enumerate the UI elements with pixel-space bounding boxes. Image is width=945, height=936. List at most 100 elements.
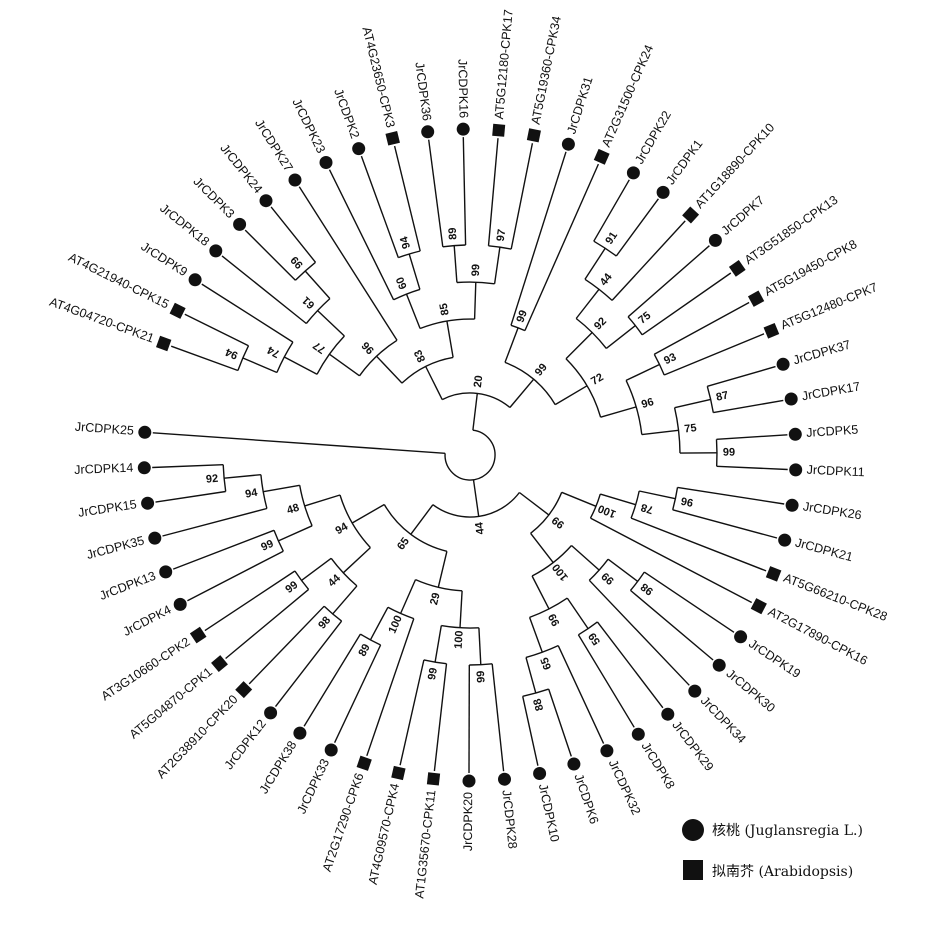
bootstrap-value: 98 (639, 580, 656, 597)
branch-line (473, 282, 477, 320)
bootstrap-value: 59 (586, 630, 603, 647)
branch-arc (383, 504, 448, 552)
leaf-square-marker (765, 566, 782, 582)
bootstrap-value: 97 (495, 228, 509, 242)
leaf-label: JrCDPK14 (74, 461, 134, 477)
branch-line (399, 579, 417, 614)
leaf-circle-marker (785, 498, 799, 512)
leaf-label: AT4G23650-CPK3 (360, 25, 398, 129)
leaf-circle-marker (631, 727, 645, 741)
bootstrap-value: 100 (550, 561, 571, 583)
leaf-label: AT1G35670-CPK11 (412, 789, 438, 899)
branch-line (593, 179, 630, 242)
leaf-label: JrCDPK13 (98, 569, 158, 603)
bootstrap-value: 77 (311, 339, 328, 356)
leaf-square-marker (385, 131, 400, 146)
branch-line (588, 579, 690, 686)
branch-line (530, 532, 554, 564)
leaf-square-marker (169, 302, 186, 319)
leaf-label: JrCDPK27 (252, 117, 296, 174)
branch-line (446, 320, 454, 358)
branch-arc (393, 288, 421, 301)
leaf-label: JrCDPK5 (806, 423, 859, 440)
leaf-label: JrCDPK6 (571, 772, 601, 826)
leaf-label: JrCDPK38 (257, 738, 300, 796)
branch-line (596, 621, 664, 709)
branch-line (242, 357, 278, 374)
branch-line (301, 557, 332, 581)
bootstrap-value: 20 (472, 375, 485, 389)
leaf-label: AT5G19360-CPK34 (529, 15, 564, 126)
branch-line (630, 517, 767, 572)
branch-line (641, 429, 679, 436)
branch-arc (565, 358, 602, 418)
branch-line (677, 486, 785, 505)
branch-line (716, 465, 788, 471)
leaf-circle-marker (656, 185, 670, 199)
leaf-label: JrCDPK18 (157, 201, 212, 249)
leaf-circle-marker (173, 597, 187, 611)
leaf-circle-marker (288, 173, 302, 187)
branch-line (274, 620, 343, 708)
bootstrap-value: 99 (723, 447, 735, 459)
leaf-circle-marker (788, 427, 802, 441)
leaf-circle-marker (137, 461, 151, 475)
leaf-label: JrCDPK11 (806, 463, 865, 480)
bootstrap-value: 94 (333, 520, 350, 537)
legend-walnut-label: 核桃 (Juglansregia L.) (712, 823, 863, 839)
branch-line (713, 399, 784, 414)
legend: 核桃 (Juglansregia L.) 拟南芥 (Arabidopsis) (682, 819, 863, 880)
branch-line (351, 503, 385, 524)
leaf-square-marker (211, 655, 228, 673)
leaf-circle-marker (734, 630, 748, 644)
leaf-label: JrCDPK4 (121, 603, 174, 639)
branch-line (566, 597, 589, 629)
bootstrap-value: 48 (286, 502, 301, 517)
branch-line (577, 634, 635, 728)
leaf-circle-marker (661, 707, 675, 721)
bootstrap-value: 94 (398, 234, 413, 250)
leaf-label: JrCDPK24 (217, 141, 265, 196)
branch-line (155, 490, 226, 503)
branch-line (641, 272, 732, 336)
bootstrap-value: 99 (550, 514, 567, 531)
branch-line (615, 198, 659, 257)
bootstrap-value: 94 (244, 487, 259, 501)
branch-line (518, 491, 550, 516)
leaf-circle-marker (784, 392, 798, 406)
leaf-label: JrCDPK16 (455, 59, 470, 118)
branch-arc (525, 644, 559, 659)
bootstrap-value: 75 (684, 422, 698, 435)
leaf-circle-marker (712, 658, 726, 672)
leaf-label: JrCDPK32 (606, 758, 643, 818)
branch-line (187, 550, 284, 602)
branch-line (410, 504, 434, 535)
leaf-circle-marker (600, 744, 614, 758)
branch-line (434, 625, 442, 663)
bootstrap-value: 74 (265, 343, 282, 360)
leaf-circle-marker (688, 684, 702, 698)
branch-arc (330, 557, 358, 587)
leaf-label: JrCDPK35 (85, 533, 146, 562)
branch-line (525, 657, 537, 694)
bootstrap-value: 65 (539, 656, 554, 672)
branch-line (453, 245, 458, 283)
branch-arc (625, 380, 643, 435)
leaf-label: AT4G09570-CPK4 (366, 782, 402, 886)
bootstrap-value: 44 (326, 572, 344, 590)
branch-line (225, 588, 310, 660)
branch-line (487, 138, 499, 246)
leaf-square-marker (156, 335, 172, 352)
branch-line (528, 617, 543, 653)
branch-line (270, 206, 317, 263)
leaf-label: JrCDPK20 (461, 792, 475, 851)
branch-line (342, 547, 371, 574)
branch-arc (441, 392, 511, 409)
branch-line (584, 247, 606, 280)
leaf-circle-marker (324, 743, 338, 757)
branch-arc (432, 492, 520, 518)
leaf-circle-marker (456, 122, 470, 136)
bootstrap-value: 99 (514, 309, 530, 325)
bootstrap-value: 99 (283, 579, 300, 596)
